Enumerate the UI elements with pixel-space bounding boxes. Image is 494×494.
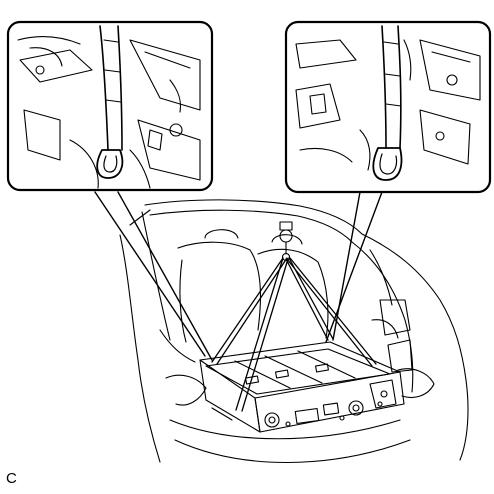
vehicle-body xyxy=(119,199,469,464)
battery-pack xyxy=(165,341,435,433)
detail-inset-left xyxy=(6,20,214,192)
lifting-straps xyxy=(211,257,377,412)
hoist-hook xyxy=(279,221,293,262)
detail-inset-right xyxy=(284,20,492,194)
figure-label: C xyxy=(6,470,17,487)
callout-leaders xyxy=(94,191,383,361)
